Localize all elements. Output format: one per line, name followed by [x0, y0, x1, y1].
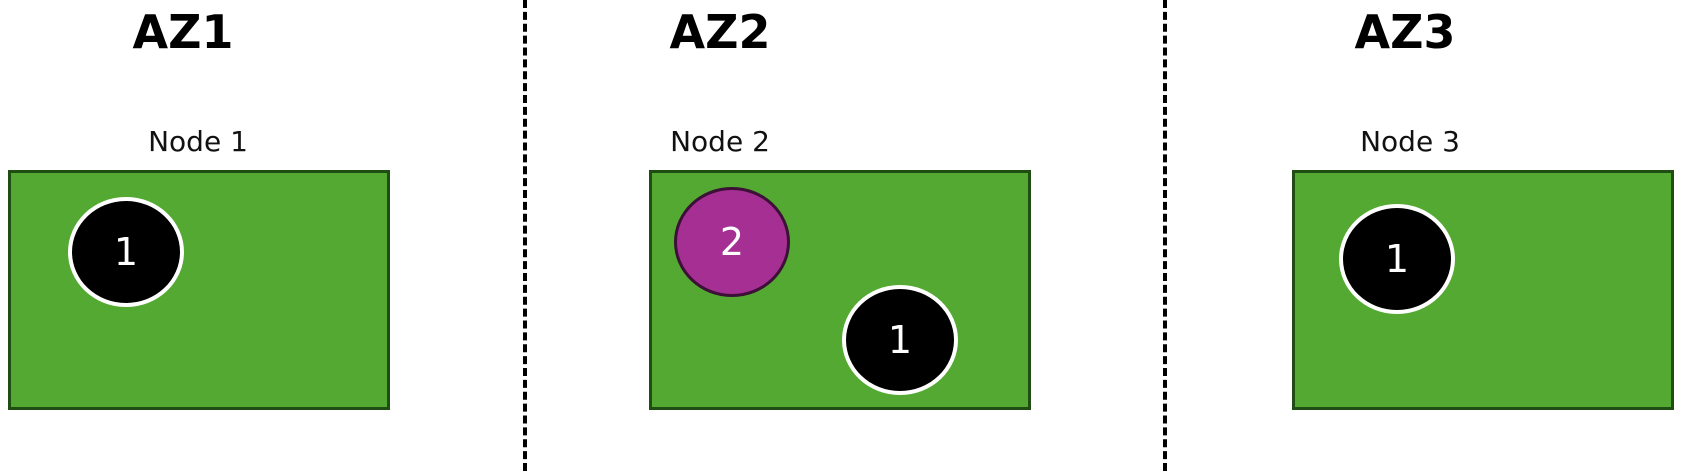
pod-circle: 1 [1339, 204, 1455, 314]
availability-zone-az1: AZ1 Node 1 1 [0, 0, 560, 471]
zone-title: AZ2 [669, 5, 771, 59]
node-box-2: 2 1 [649, 170, 1031, 410]
availability-zone-az2: AZ2 Node 2 2 1 [560, 0, 1120, 471]
zone-divider [523, 0, 527, 471]
pod-label: 2 [719, 220, 745, 264]
node-label: Node 3 [1360, 125, 1460, 158]
pod-circle: 1 [842, 285, 958, 395]
node-label: Node 1 [148, 125, 248, 158]
node-label: Node 2 [670, 125, 770, 158]
zone-title: AZ1 [132, 5, 234, 59]
availability-zone-az3: AZ3 Node 3 1 [1125, 0, 1685, 471]
node-box-1: 1 [8, 170, 390, 410]
pod-circle: 1 [68, 197, 184, 307]
node-box-3: 1 [1292, 170, 1674, 410]
zone-divider [1163, 0, 1167, 471]
pod-label: 1 [1384, 237, 1410, 281]
zone-title: AZ3 [1354, 5, 1456, 59]
pod-label: 1 [887, 318, 913, 362]
pod-circle: 2 [674, 187, 790, 297]
pod-label: 1 [113, 230, 139, 274]
